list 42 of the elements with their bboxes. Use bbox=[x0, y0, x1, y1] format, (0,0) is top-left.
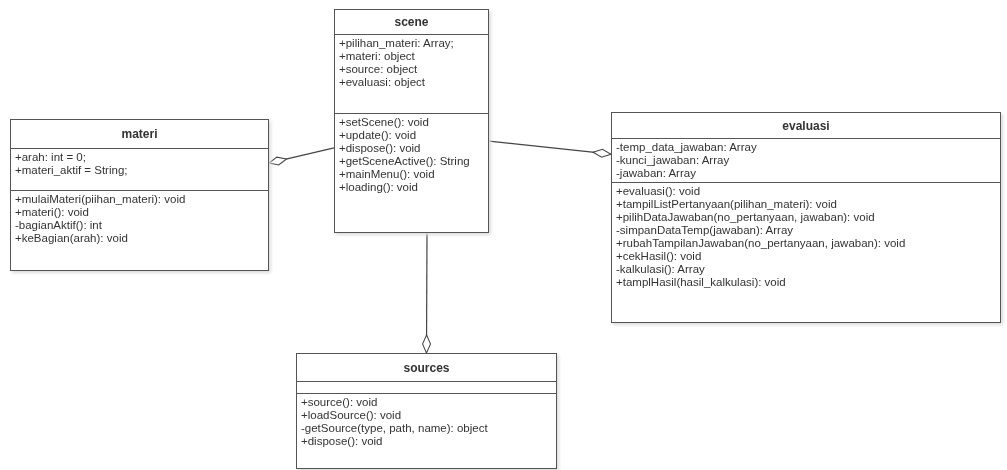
class-box bbox=[334, 9, 489, 233]
member-text: +materi(): void bbox=[15, 206, 90, 219]
member-text: +source: object bbox=[339, 63, 419, 76]
member-text: +dispose(): void bbox=[301, 435, 384, 448]
member-text: +tampilListPertanyaan(pilihan_materi): void bbox=[616, 198, 838, 211]
member-text: +evaluasi(): void bbox=[616, 185, 702, 198]
member-text: -bagianAktif(): int bbox=[15, 219, 103, 232]
member-text: +materi_aktif = String; bbox=[15, 164, 129, 177]
member-text: -getSource(type, path, name): object bbox=[301, 422, 489, 435]
member-text: +getSceneActive(): String bbox=[339, 155, 471, 168]
aggregation-line bbox=[422, 232, 432, 354]
member-text: +setScene(): void bbox=[339, 116, 430, 129]
class-box bbox=[296, 353, 557, 469]
member-text: +update(): void bbox=[339, 129, 418, 142]
member-text: +rubahTampilanJawaban(no_pertanyaan, jawaban): void bbox=[616, 237, 907, 250]
member-text: +pilihDataJawaban(no_pertanyaan, jawaban): void bbox=[616, 211, 876, 224]
member-text: +tamplHasil(hasil_kalkulasi): void bbox=[616, 276, 787, 289]
class-name: materi bbox=[11, 120, 268, 149]
member-text: +keBagian(arah): void bbox=[15, 232, 129, 245]
aggregation-line bbox=[488, 140, 612, 158]
member-text: +evaluasi: object bbox=[339, 76, 426, 89]
member-text: +arah: int = 0; bbox=[15, 151, 87, 164]
member-text: +mainMenu(): void bbox=[339, 168, 436, 181]
member-text: +mulaiMateri(piihan_materi): void bbox=[15, 193, 187, 206]
class-box bbox=[10, 119, 269, 271]
member-text: +source(): void bbox=[301, 396, 379, 409]
member-text: +loading(): void bbox=[339, 181, 419, 194]
member-text: +dispose(): void bbox=[339, 142, 422, 155]
aggregation-line bbox=[268, 147, 335, 166]
member-text: -temp_data_jawaban: Array bbox=[616, 141, 758, 154]
class-box bbox=[611, 112, 1001, 323]
member-text: +loadSource(): void bbox=[301, 409, 403, 422]
member-text: -simpanDataTemp(jawaban): Array bbox=[616, 224, 795, 237]
member-text: -kalkulasi(): Array bbox=[616, 263, 706, 276]
class-name: scene bbox=[335, 10, 488, 35]
class-name: evaluasi bbox=[612, 113, 1000, 139]
member-text: +cekHasil(): void bbox=[616, 250, 703, 263]
member-text: -kunci_jawaban: Array bbox=[616, 154, 731, 167]
class-name: sources bbox=[297, 354, 556, 382]
member-text: +pilihan_materi: Array; bbox=[339, 37, 455, 50]
member-text: -jawaban: Array bbox=[616, 167, 697, 180]
member-text: +materi: object bbox=[339, 50, 416, 63]
